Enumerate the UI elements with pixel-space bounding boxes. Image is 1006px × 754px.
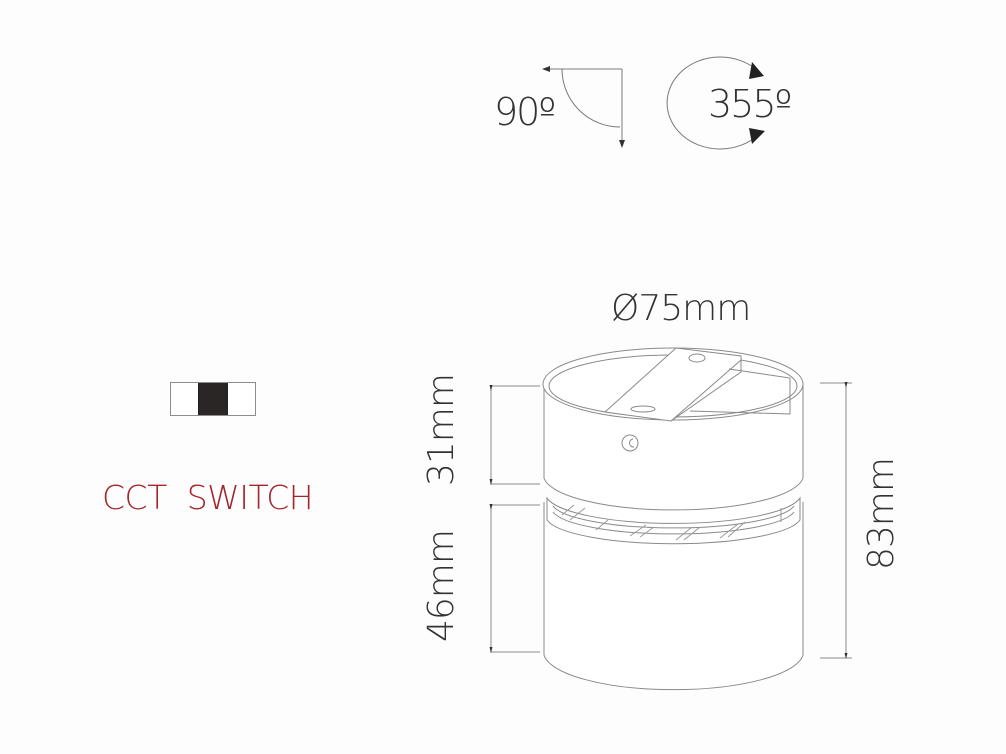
top-height-label: 31mm — [421, 374, 462, 486]
bottom-height-label: 46mm — [421, 530, 462, 642]
rotate-angle-label: 355º — [708, 82, 792, 126]
cct-switch-label: CCT SWITCH — [102, 478, 314, 517]
switch-segment-left — [171, 383, 199, 415]
total-height-label: 83mm — [861, 458, 902, 570]
cct-switch-icon — [170, 382, 256, 416]
switch-segment-right — [227, 383, 255, 415]
tilt-angle-label: 90º — [494, 90, 556, 134]
lamp-drawing — [542, 347, 804, 691]
rotate-355-icon — [666, 56, 765, 150]
dimension-lines-left — [489, 385, 540, 653]
switch-segment-active — [198, 383, 228, 415]
dimension-lines-right — [820, 382, 852, 659]
diameter-label: Ø75mm — [611, 288, 751, 329]
tilt-90-icon — [542, 66, 625, 148]
